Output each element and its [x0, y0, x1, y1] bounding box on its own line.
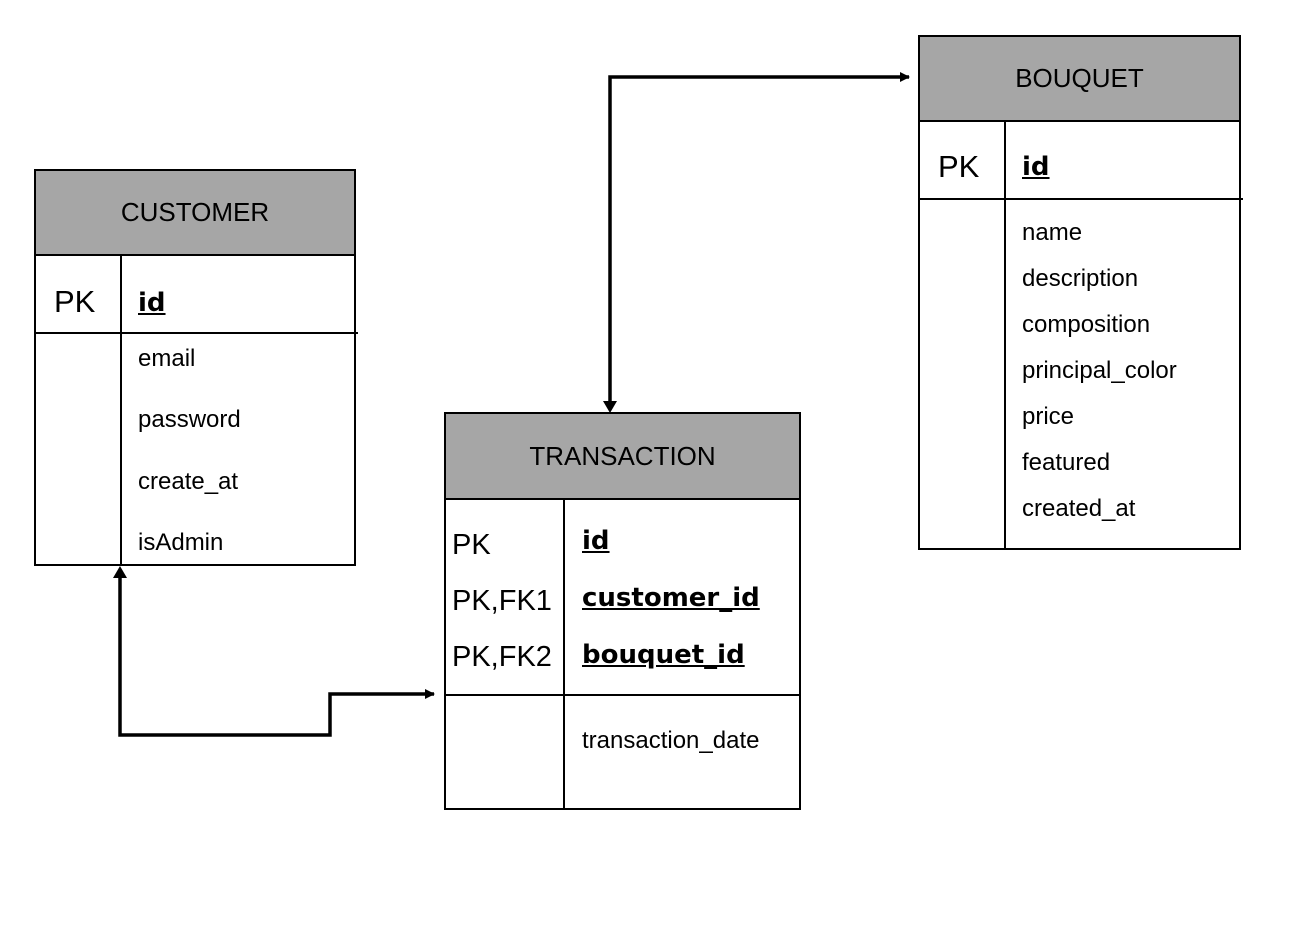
customer-column-divider — [120, 254, 122, 564]
customer-key-divider — [36, 332, 358, 334]
transaction-key-field: id — [582, 526, 610, 556]
customer-pk-label: PK — [54, 284, 96, 319]
bouquet-title: BOUQUET — [1015, 63, 1144, 93]
bouquet-attribute: composition — [1022, 311, 1151, 338]
transaction-key-label: PK — [452, 529, 491, 561]
bouquet-attribute: description — [1022, 265, 1139, 292]
bouquet-pk-label: PK — [938, 149, 980, 184]
bouquet-attribute: name — [1022, 219, 1083, 246]
customer-end-arrowhead-icon — [113, 566, 127, 578]
customer-title: CUSTOMER — [120, 197, 270, 227]
bouquet-attribute: created_at — [1022, 495, 1136, 522]
customer-attribute: email — [138, 345, 196, 372]
bouquet-pk-field: id — [1022, 152, 1050, 182]
customer-transaction-connector — [118, 576, 435, 737]
customer-entity: CUSTOMER PK id email password create_at … — [34, 169, 358, 566]
transaction-key-label: PK,FK1 — [452, 585, 552, 617]
transaction-key-field: customer_id — [582, 583, 760, 613]
bouquet-attribute: featured — [1022, 449, 1111, 476]
customer-attribute: isAdmin — [138, 529, 224, 556]
transaction-end-arrowhead-icon — [603, 401, 617, 413]
bouquet-column-divider — [1004, 120, 1006, 548]
bouquet-key-divider — [920, 198, 1243, 200]
transaction-entity: TRANSACTION PK PK,FK1 PK,FK2 id customer… — [444, 412, 801, 810]
bouquet-attribute: principal_color — [1022, 357, 1177, 384]
transaction-attribute: transaction_date — [582, 727, 760, 754]
transaction-header: TRANSACTION — [446, 414, 799, 500]
transaction-column-divider — [563, 498, 565, 808]
transaction-title: TRANSACTION — [529, 440, 716, 471]
customer-attribute: create_at — [138, 468, 239, 495]
transaction-key-label: PK,FK2 — [452, 641, 552, 673]
bouquet-header: BOUQUET — [920, 37, 1239, 122]
customer-pk-field: id — [138, 288, 166, 318]
transaction-bouquet-connector — [608, 72, 910, 403]
transaction-key-field: bouquet_id — [582, 640, 745, 670]
customer-header: CUSTOMER — [36, 171, 354, 256]
transaction-key-divider — [446, 694, 799, 696]
customer-attribute: password — [138, 406, 241, 433]
bouquet-attribute: price — [1022, 403, 1075, 430]
bouquet-entity: BOUQUET PK id name description compositi… — [918, 35, 1243, 550]
